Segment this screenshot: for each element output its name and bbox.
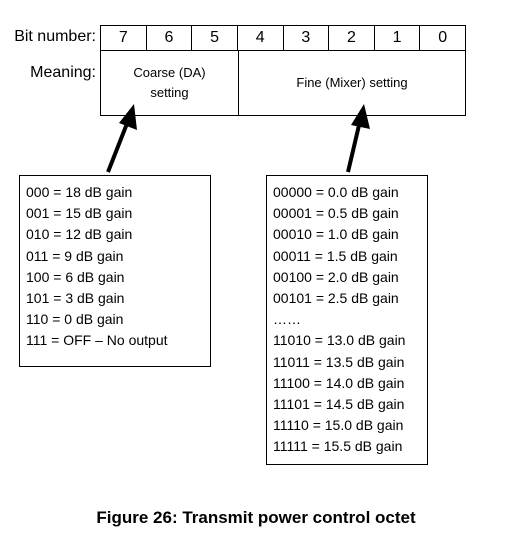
fine-legend-line: 00000 = 0.0 dB gain [273, 184, 399, 200]
bit-cell-0: 0 [438, 29, 448, 46]
coarse-legend-line: 101 = 3 dB gain [26, 290, 125, 307]
bit-cell-7: 7 [101, 26, 147, 50]
bit-number-row: 7 6 5 4 3 2 1 0 [100, 25, 466, 51]
figure-caption: Figure 26: Transmit power control octet [96, 508, 416, 527]
fine-legend-line: 11011 = 13.5 dB gain [273, 353, 405, 370]
coarse-arrow-shaft [106, 120, 130, 173]
coarse-legend-line: 100 = 6 dB gain [26, 268, 125, 285]
bit-cell-5: 5 [192, 26, 238, 50]
fine-setting-cell: Fine (Mixer) setting [296, 74, 408, 90]
bit-cell-6: 6 [147, 26, 193, 50]
coarse-setting-cell: Coarse (DA) setting [101, 50, 239, 115]
fine-legend-line: 00101 = 2.5 dB gain [273, 290, 399, 307]
coarse-legend-line: 001 = 15 dB gain [26, 205, 133, 222]
fine-legend-line: 11111 = 15.5 dB gain [273, 438, 403, 455]
fine-legend-line: 00100 = 2.0 dB gain [273, 268, 399, 285]
fine-arrow-shaft [346, 120, 362, 173]
bit-cell-1: 1 [375, 26, 421, 50]
fine-legend-ellipsis: …… [273, 311, 301, 328]
bit-number-label: Bit number: [14, 28, 96, 45]
coarse-legend-line: 010 = 12 dB gain [26, 226, 133, 243]
fine-legend-line: 00001 = 0.5 dB gain [273, 205, 399, 222]
coarse-legend-line: 000 = 18 dB gain [26, 184, 133, 200]
bit-cell-3: 3 [284, 26, 330, 50]
fine-legend-line: 00010 = 1.0 dB gain [273, 226, 399, 243]
fine-legend-line: 11110 = 15.0 dB gain [273, 417, 404, 434]
fine-legend-line: 11101 = 14.5 dB gain [273, 396, 405, 413]
coarse-legend-line: 111 = OFF – No output [26, 332, 168, 349]
coarse-gain-legend: 000 = 18 dB gain 001 = 15 dB gain 010 = … [19, 175, 211, 367]
fine-gain-legend: 00000 = 0.0 dB gain 00001 = 0.5 dB gain … [266, 175, 428, 465]
coarse-legend-line: 110 = 0 dB gain [26, 311, 124, 328]
meaning-row: Coarse (DA) setting Fine (Mixer) setting [100, 50, 466, 116]
coarse-legend-line: 011 = 9 dB gain [26, 247, 124, 264]
meaning-label: Meaning: [30, 64, 96, 81]
bit-cell-2: 2 [329, 26, 375, 50]
fine-legend-line: 00011 = 1.5 dB gain [273, 247, 398, 264]
bit-cell-4: 4 [238, 26, 284, 50]
fine-legend-line: 11100 = 14.0 dB gain [273, 374, 405, 391]
fine-legend-line: 11010 = 13.0 dB gain [273, 332, 406, 349]
